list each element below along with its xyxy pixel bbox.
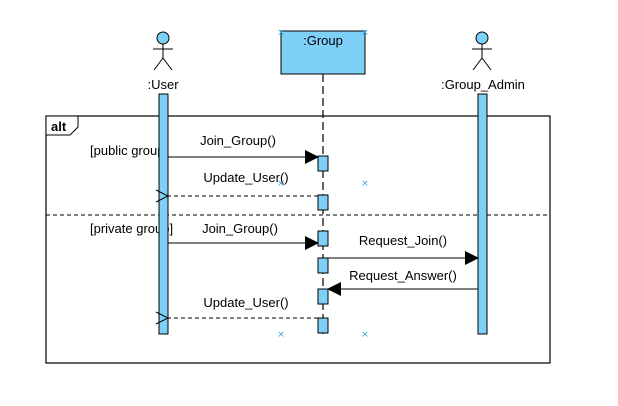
participant-group[interactable]: :Group (280, 30, 366, 334)
guard-private-group: [private group] (90, 221, 173, 236)
selection-handles[interactable]: × × × × × × (277, 28, 369, 340)
message-request-answer[interactable]: Request_Answer() (327, 268, 478, 296)
selection-handle-icon[interactable]: × (277, 28, 285, 38)
activation-bar (317, 288, 329, 305)
fragment-operator-tab (45, 115, 79, 136)
participant-label: :Group (303, 33, 343, 48)
message-update-user-private[interactable]: Update_User() (168, 295, 318, 318)
fragment-operator-label: alt (51, 119, 67, 134)
message-update-user-public[interactable]: Update_User() (168, 170, 318, 196)
participant-box (280, 30, 366, 75)
selection-handle-icon[interactable]: × (361, 179, 369, 189)
actor-icon (153, 31, 173, 71)
participant-group-admin[interactable]: :Group_Admin (441, 31, 525, 335)
selection-handle-icon[interactable]: × (277, 330, 285, 340)
activation-bar (317, 317, 329, 334)
guard-public-group: [public group] (90, 143, 168, 158)
alt-fragment[interactable]: alt [public group] [private group] (45, 115, 551, 364)
message-request-join[interactable]: Request_Join() (328, 233, 479, 265)
activation-bar (317, 257, 329, 274)
participant-label: :User (147, 77, 179, 92)
lifeline-bar (477, 93, 488, 335)
message-label: Update_User() (203, 170, 288, 185)
lifeline-bar (158, 93, 169, 335)
selection-handle-icon[interactable]: × (361, 28, 369, 38)
message-label: Join_Group() (202, 221, 278, 236)
activation-bar (317, 155, 329, 172)
message-label: Update_User() (203, 295, 288, 310)
participant-label: :Group_Admin (441, 77, 525, 92)
message-label: Request_Answer() (349, 268, 457, 283)
message-label: Request_Join() (359, 233, 447, 248)
actor-icon (472, 31, 492, 71)
activation-bar (317, 230, 329, 247)
selection-handle-icon[interactable]: × (361, 330, 369, 340)
message-label: Join_Group() (200, 133, 276, 148)
participant-user[interactable]: :User (147, 31, 179, 335)
selection-handle-icon[interactable]: × (277, 179, 285, 189)
message-join-group-private[interactable]: Join_Group() (168, 221, 319, 250)
activation-bar (317, 194, 329, 211)
fragment-frame (45, 115, 551, 364)
message-join-group-public[interactable]: Join_Group() (168, 133, 319, 164)
